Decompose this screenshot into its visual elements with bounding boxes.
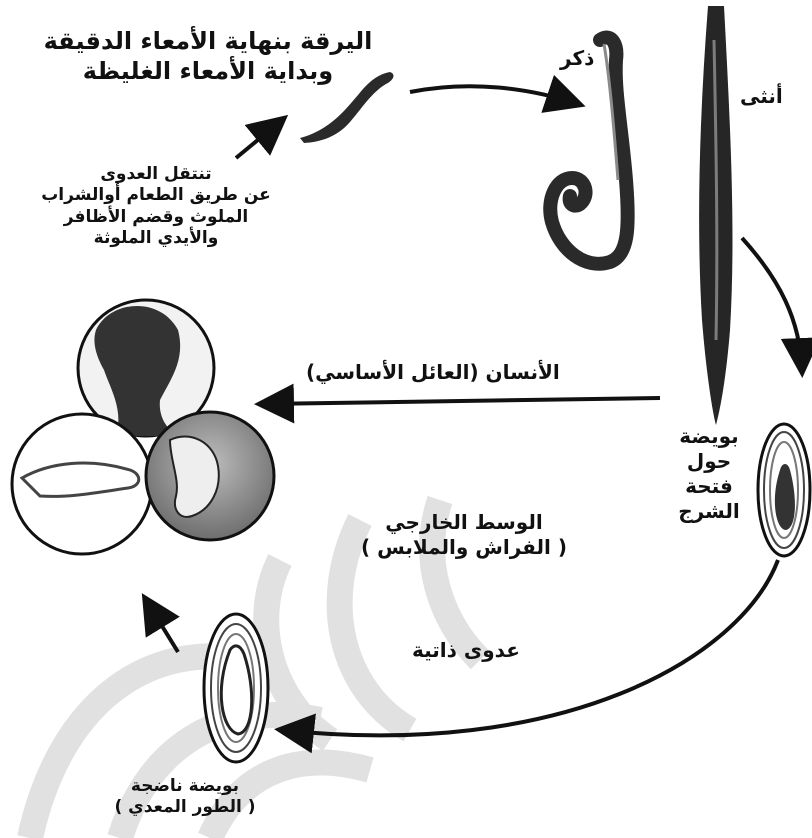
male-worm [550, 38, 627, 264]
arrow-autoinfection [146, 600, 178, 652]
external-env-label: الوسط الخارجي ( الفراش والملابس ) [344, 510, 584, 560]
transmission-label: تنتقل العدوى عن طريق الطعام أوالشراب الم… [34, 164, 278, 249]
egg-anal-region [758, 424, 810, 556]
arrow-female-to-egg [742, 238, 802, 370]
transmission-line2: عن طريق الطعام أوالشراب [34, 185, 278, 206]
transmission-line1: تنتقل العدوى [34, 164, 278, 185]
external-env-line1: الوسط الخارجي [344, 510, 584, 535]
larva-label: اليرقة بنهاية الأمعاء الدقيقة وبداية الأ… [22, 26, 394, 86]
external-env-line2: ( الفراش والملابس ) [344, 535, 584, 560]
transmission-line3: الملوث وقضم الأظافر [34, 207, 278, 228]
arrow-to-larva [236, 120, 282, 158]
egg-label-line1: بويضة [666, 424, 752, 449]
female-label: أنثى [740, 84, 783, 109]
larva-label-line1: اليرقة بنهاية الأمعاء الدقيقة [22, 26, 394, 56]
egg-label-line2: حول [666, 449, 752, 474]
autoinfection-label: عدوى ذاتية [412, 638, 520, 663]
male-label: ذكر [560, 46, 594, 71]
transmission-circles [12, 300, 274, 554]
arrow-larva-to-adults [410, 86, 578, 104]
mature-egg [204, 614, 268, 762]
arrow-to-host [262, 398, 660, 404]
egg-anal-label: بويضة حول فتحة الشرج [666, 424, 752, 524]
egg-label-line4: الشرج [666, 499, 752, 524]
larva-label-line2: وبداية الأمعاء الغليظة [22, 56, 394, 86]
female-worm [699, 6, 732, 425]
host-label: الأنسان (العائل الأساسي) [306, 360, 560, 385]
mature-egg-line1: بويضة ناضجة [90, 776, 280, 797]
egg-label-line3: فتحة [666, 474, 752, 499]
transmission-line4: والأيدي الملوثة [34, 228, 278, 249]
mature-egg-line2: ( الطور المعدي ) [90, 797, 280, 818]
mature-egg-label: بويضة ناضجة ( الطور المعدي ) [90, 776, 280, 819]
